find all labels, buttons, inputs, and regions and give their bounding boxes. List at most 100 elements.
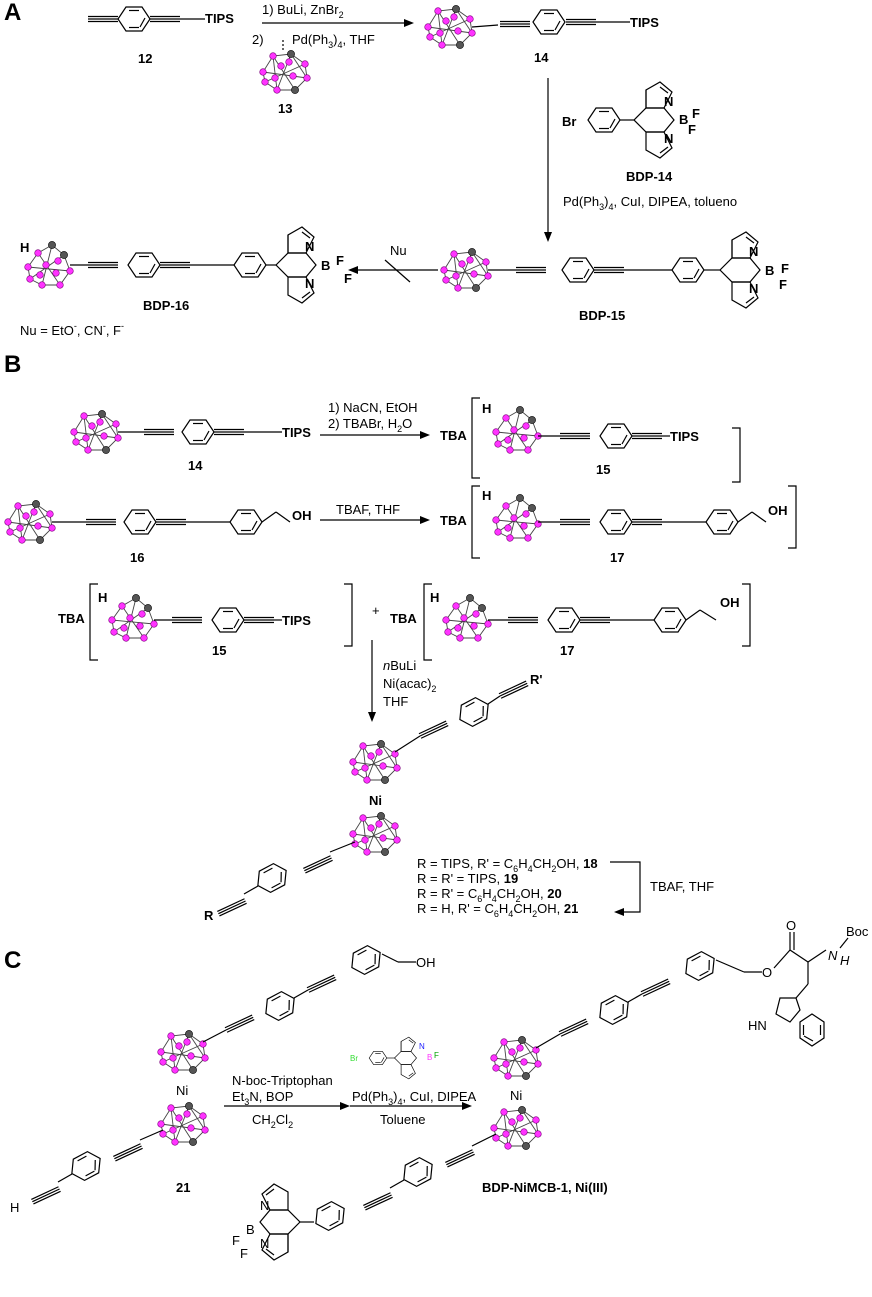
arrow-b3 — [368, 640, 376, 722]
arrow-step2 — [544, 78, 552, 242]
nu-label: Nu — [390, 243, 407, 258]
compound-bdp15: N N B F F BDP-15 — [440, 231, 789, 323]
final-n2: N — [260, 1236, 269, 1251]
h-21: H — [10, 1200, 19, 1215]
ni-label-b: Ni — [369, 793, 382, 808]
h-17: H — [482, 488, 491, 503]
boc-nh: H — [840, 953, 850, 968]
b-r3-line3: THF — [383, 694, 408, 709]
mixture-15: TBA H TIPS 15 — [58, 583, 353, 661]
final-n1: N — [260, 1198, 269, 1213]
f2-label: F — [688, 122, 696, 137]
compound-17: TBA H OH 17 — [440, 485, 797, 565]
bdp16-f2: F — [344, 271, 352, 286]
step1-line2: Pd(Ph — [292, 32, 328, 47]
prod-18: R = TIPS, R' = C — [417, 856, 513, 871]
svg-text:2) TBABr, H2O: 2) TBABr, H2O — [328, 416, 412, 434]
arrow-b2 — [320, 516, 430, 524]
n2-label: N — [664, 131, 673, 146]
oh-16: OH — [292, 508, 312, 523]
compound-bdp-nimcb1: O O N H Boc HN Ni N N B F F BDP-NiMCB-1,… — [232, 918, 869, 1261]
svg-text:R = TIPS, R' = C6H4CH2OH, 18: R = TIPS, R' = C6H4CH2OH, 18 — [417, 856, 598, 874]
bdp16-n1: N — [305, 239, 314, 254]
panel-label-a: A — [4, 0, 21, 26]
bdp15-f1: F — [781, 261, 789, 276]
label-12: 12 — [138, 51, 152, 66]
ni-final: Ni — [510, 1088, 522, 1103]
svg-text:Nu = EtO-, CN-, F-: Nu = EtO-, CN-, F- — [20, 321, 124, 338]
nu-list: Nu = EtO — [20, 323, 74, 338]
b-r3-line2: Ni(acac) — [383, 676, 431, 691]
bdp15-n2: N — [749, 281, 758, 296]
label-15m: 15 — [212, 643, 226, 658]
svg-text:nBuLi: nBuLi — [383, 658, 416, 673]
bdp16-f1: F — [336, 253, 344, 268]
c-r2-line1: Pd(Ph — [352, 1089, 388, 1104]
h-15m: H — [98, 590, 107, 605]
svg-text:Pd(Ph3)4, CuI, DIPEA: Pd(Ph3)4, CuI, DIPEA — [352, 1089, 477, 1107]
prod-20: R = R' = C — [417, 886, 477, 901]
arrow-c2 — [350, 1102, 472, 1110]
final-b: B — [246, 1222, 255, 1237]
tips-15: TIPS — [670, 429, 699, 444]
label-final: BDP-NiMCB-1, Ni(III) — [482, 1180, 608, 1195]
bodipy-reagent: Br N B F — [350, 1036, 439, 1080]
c-br: Br — [350, 1054, 358, 1063]
f1-label: F — [692, 106, 700, 121]
final-f2: F — [240, 1246, 248, 1261]
svg-text:CH2Cl2: CH2Cl2 — [252, 1112, 293, 1130]
tba-17m: TBA — [390, 611, 417, 626]
bdp15-b: B — [765, 263, 774, 278]
compound-16: OH 16 — [4, 499, 312, 565]
b-label: B — [679, 112, 688, 127]
c-r2-line2: Toluene — [380, 1112, 426, 1127]
svg-text:R = R' = TIPS, 19: R = R' = TIPS, 19 — [417, 871, 518, 886]
svg-text:R = H, R' = C6H4CH2OH, 21: R = H, R' = C6H4CH2OH, 21 — [417, 901, 578, 919]
compound-ni-product: R' Ni R — [204, 672, 542, 923]
svg-text:Pd(Ph3)4, CuI, DIPEA, tolueno: Pd(Ph3)4, CuI, DIPEA, tolueno — [563, 194, 737, 212]
c-b: B — [427, 1053, 432, 1062]
svg-text:1) BuLi, ZnBr2: 1) BuLi, ZnBr2 — [262, 2, 344, 20]
mixture-17: TBA H OH 17 — [390, 583, 751, 661]
prod-19: R = R' = TIPS, — [417, 871, 504, 886]
panel-label-c: C — [4, 947, 21, 974]
tips-15m: TIPS — [282, 613, 311, 628]
step1-line1: 1) BuLi, ZnBr — [262, 2, 339, 17]
tips-14: TIPS — [630, 15, 659, 30]
compound-14: TIPS 14 — [424, 4, 659, 65]
oh-21: OH — [416, 955, 436, 970]
b-r3-n: n — [383, 658, 390, 673]
label-13: 13 — [278, 101, 292, 116]
svg-text:Et3N, BOP: Et3N, BOP — [232, 1089, 293, 1107]
c-r1-line3: CH — [252, 1112, 271, 1127]
c-f: F — [434, 1051, 439, 1060]
arrow-nu-crossed — [348, 259, 438, 283]
bdp16-b: B — [321, 258, 330, 273]
arrow-b1 — [320, 431, 430, 439]
ester-o1: O — [762, 965, 772, 980]
r-label: R — [204, 908, 214, 923]
bdp15-n1: N — [749, 244, 758, 259]
svg-text:Pd(Ph3)4, THF: Pd(Ph3)4, THF — [292, 32, 375, 50]
compound-bdp16: H N N B F F BDP-16 — [20, 226, 352, 313]
oh-17: OH — [768, 503, 788, 518]
compound-bdp14: Br N N B F F BDP-14 — [562, 81, 700, 184]
oh-17m: OH — [720, 595, 740, 610]
prod-21: R = H, R' = C — [417, 901, 494, 916]
svg-text:R = R' = C6H4CH2OH, 20: R = R' = C6H4CH2OH, 20 — [417, 886, 562, 904]
label-bdp16: BDP-16 — [143, 298, 189, 313]
plus-sign: + — [372, 603, 380, 618]
indole-hn: HN — [748, 1018, 767, 1033]
label-21: 21 — [176, 1180, 190, 1195]
label-15: 15 — [596, 462, 610, 477]
tba-15m: TBA — [58, 611, 85, 626]
label-16: 16 — [130, 550, 144, 565]
label-bdp15: BDP-15 — [579, 308, 625, 323]
r-prime: R' — [530, 672, 542, 687]
bdp15-f2: F — [779, 277, 787, 292]
svg-text:Ni(acac)2: Ni(acac)2 — [383, 676, 436, 694]
label-17: 17 — [610, 550, 624, 565]
compound-21: OH Ni H 21 — [10, 941, 436, 1215]
bdp16-n2: N — [305, 276, 314, 291]
